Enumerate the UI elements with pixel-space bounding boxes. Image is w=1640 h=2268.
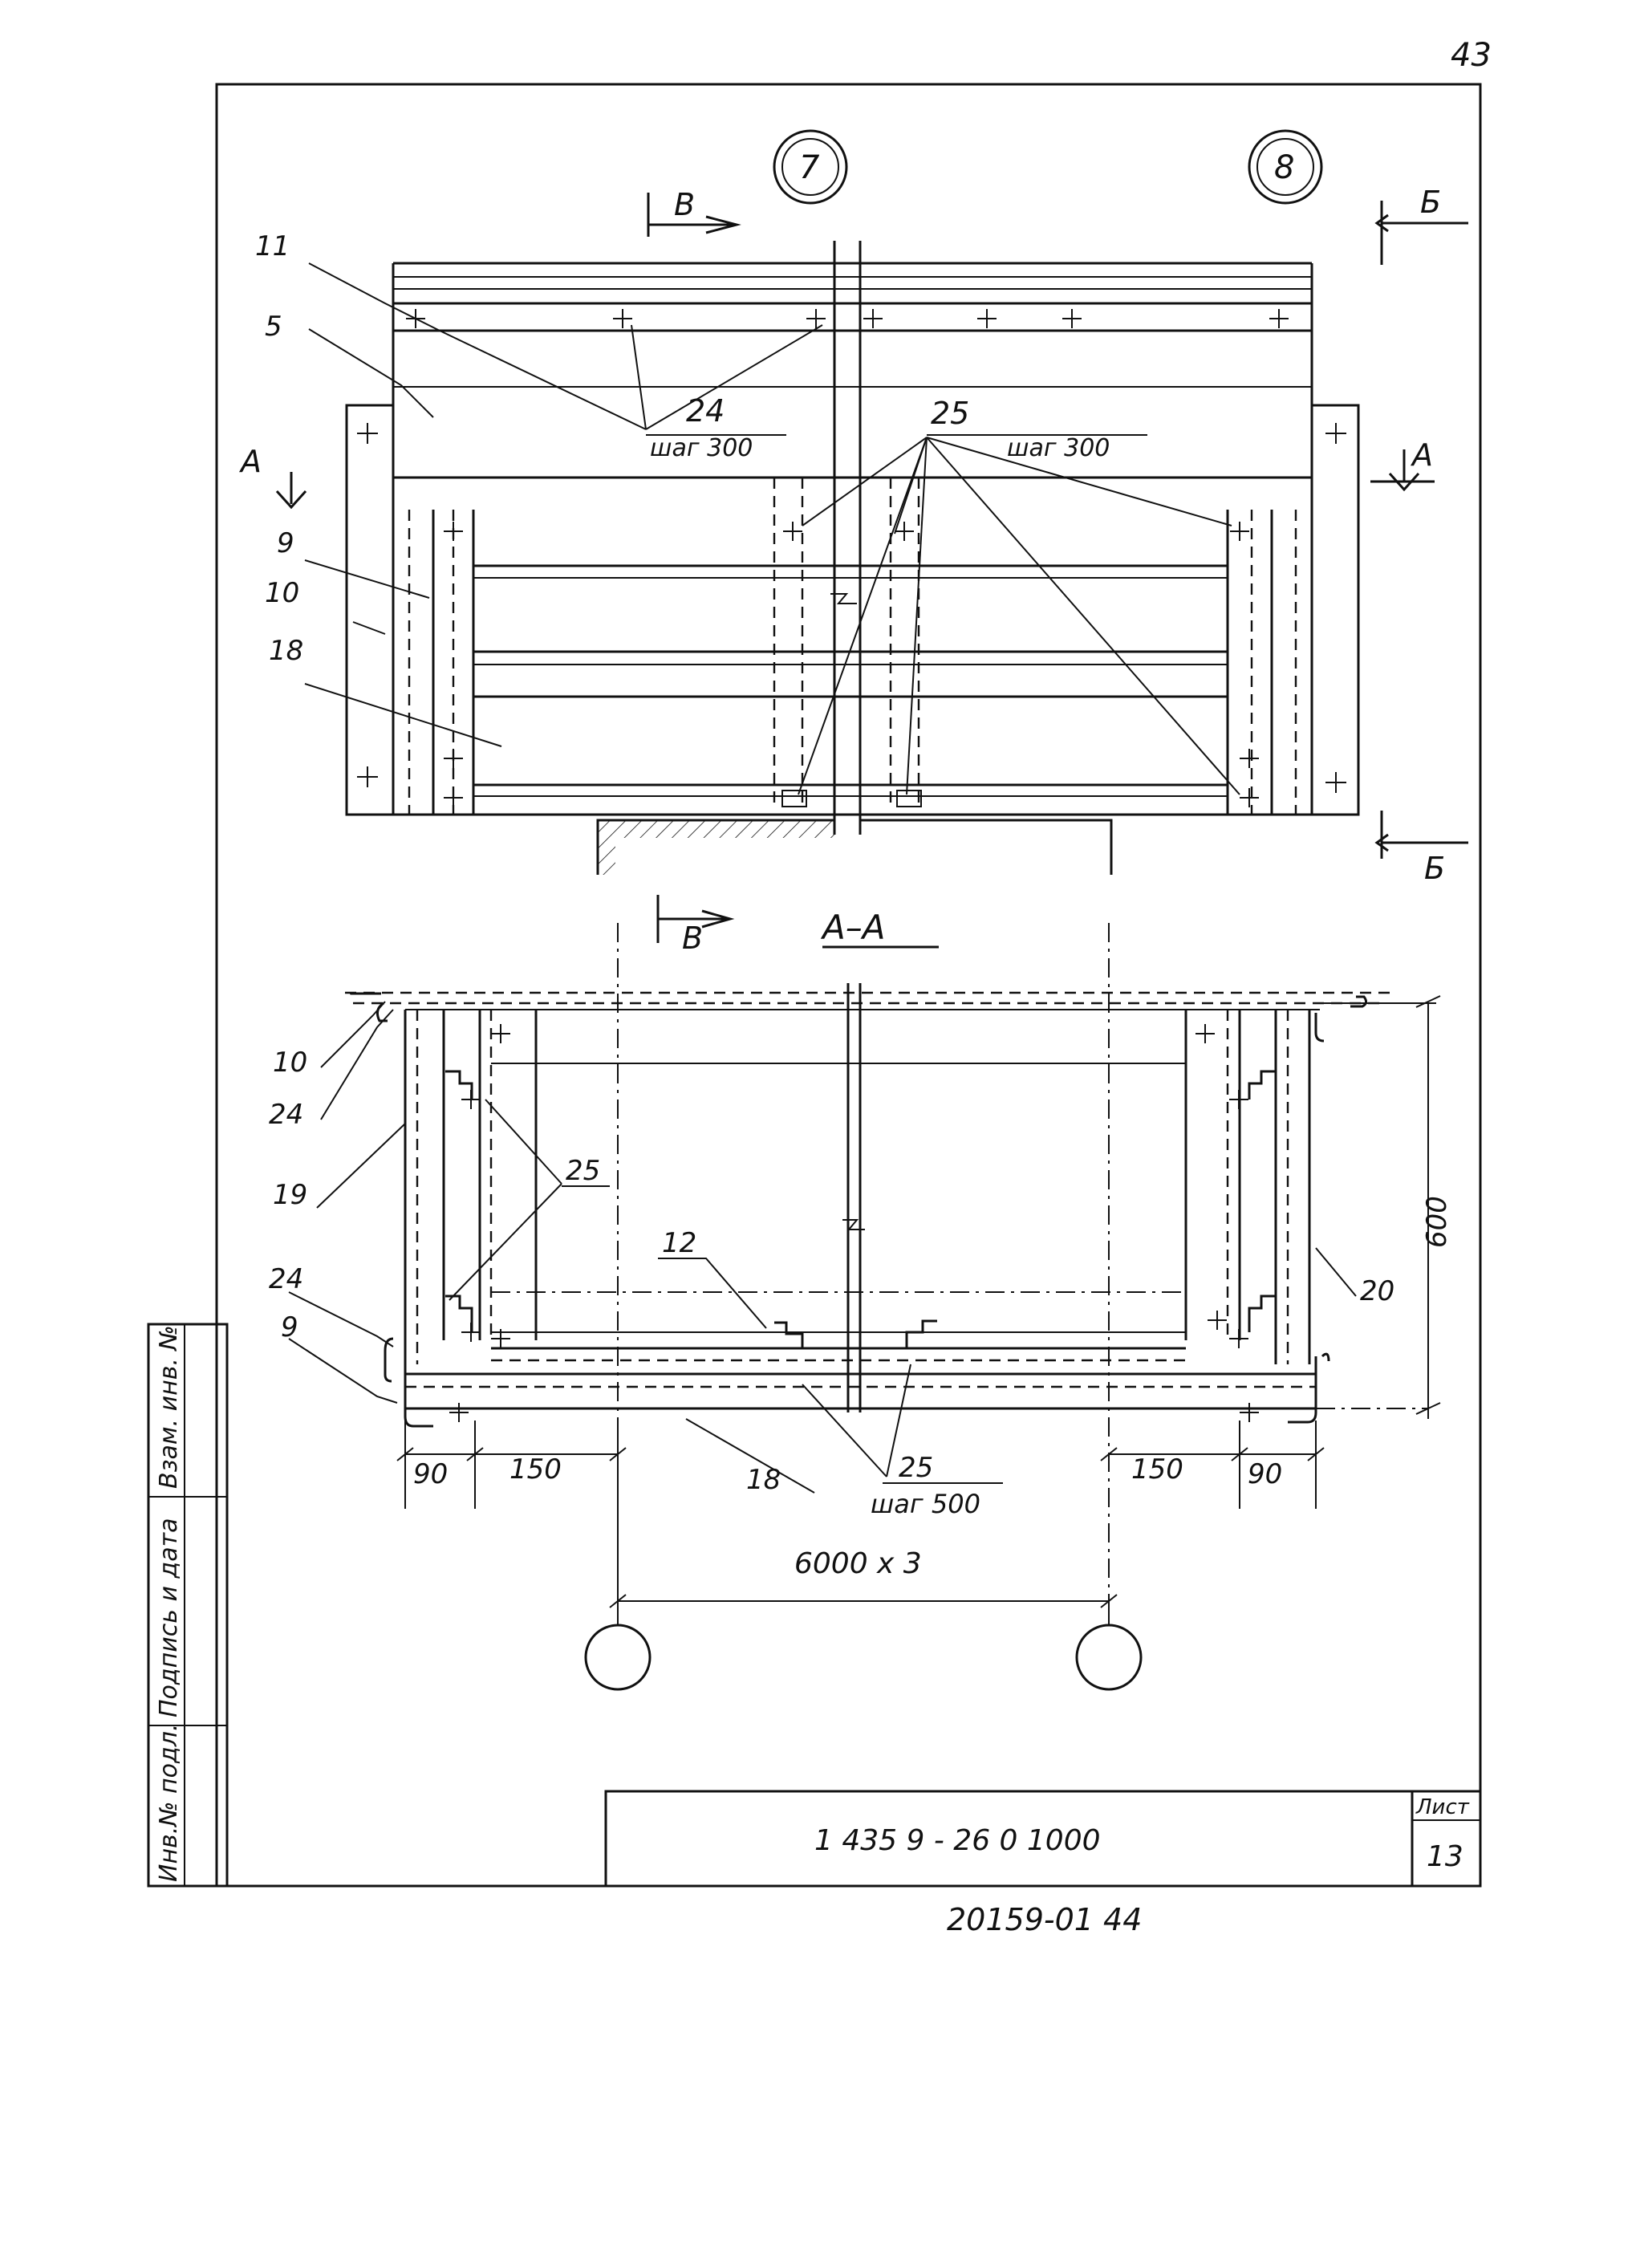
sheet-number: 13 (1427, 1840, 1463, 1873)
callout-24-step: шаг 300 (650, 434, 753, 462)
axis-label-7: 7 (799, 149, 820, 186)
callout-18-section: 18 (746, 1464, 781, 1496)
cut-label-b-top: В (674, 187, 695, 222)
axis-marker-8 (1248, 129, 1323, 205)
footer-code: 20159-01 44 (947, 1902, 1142, 1937)
callout-10-section: 10 (273, 1047, 307, 1079)
section-view (288, 923, 1441, 1608)
dim-left-150: 150 (509, 1453, 562, 1486)
page-number: 43 (1451, 37, 1492, 74)
callout-12: 12 (662, 1227, 696, 1259)
side-stamp: Инв.№ подл. Подпись и дата Взам. инв. № (147, 1323, 229, 1888)
cut-label-a-left: А (238, 444, 262, 479)
callout-25-section-bottom: 25 (899, 1452, 933, 1484)
callout-25-section-left: 25 (566, 1155, 600, 1187)
title-block (604, 1790, 1482, 1888)
callout-5: 5 (265, 311, 282, 343)
bolt-marks (357, 309, 1346, 807)
callout-19: 19 (273, 1179, 307, 1211)
callout-9-section: 9 (281, 1311, 298, 1343)
dim-span: 6000 x 3 (794, 1547, 922, 1580)
title-code: 1 435 9 - 26 0 1000 (814, 1824, 1101, 1857)
stamp-vzam-inv: Взам. инв. № (155, 1325, 183, 1489)
dim-left-90: 90 (413, 1458, 448, 1490)
dim-height-600: 600 (1421, 1196, 1453, 1248)
dim-right-150: 150 (1131, 1453, 1183, 1486)
callout-25-step: шаг 300 (1007, 434, 1110, 462)
callout-9-plan: 9 (277, 527, 294, 559)
dim-right-90: 90 (1248, 1458, 1282, 1490)
cut-label-bb-top: Б (1420, 185, 1441, 220)
cut-label-a-right: А (1410, 437, 1433, 473)
callout-11: 11 (255, 230, 290, 262)
axis-circle-bottom-right (1075, 1624, 1143, 1691)
axis-circle-bottom-left (584, 1624, 652, 1691)
cut-marks (275, 193, 1468, 943)
cut-label-bb-bottom: Б (1424, 851, 1445, 886)
plan-view (304, 241, 1360, 875)
callout-25-step-500: шаг 500 (871, 1489, 980, 1519)
cut-label-b-bottom: В (682, 921, 703, 956)
axis-label-8: 8 (1274, 149, 1294, 186)
axis-marker-7 (773, 129, 848, 205)
section-title: А–А (820, 908, 885, 947)
callout-20: 20 (1360, 1275, 1394, 1307)
stamp-inv-podl: Инв.№ подл. (155, 1724, 183, 1882)
stamp-sign-date: Подпись и дата (155, 1518, 183, 1718)
sheet-label: Лист (1415, 1795, 1470, 1819)
callout-18-plan: 18 (269, 635, 303, 667)
callout-24-plan: 24 (686, 393, 725, 429)
callout-24-section-top: 24 (269, 1099, 303, 1131)
callout-10-plan: 10 (265, 577, 299, 609)
callout-25-plan: 25 (931, 396, 969, 431)
callout-24-section-bottom: 24 (269, 1263, 303, 1295)
